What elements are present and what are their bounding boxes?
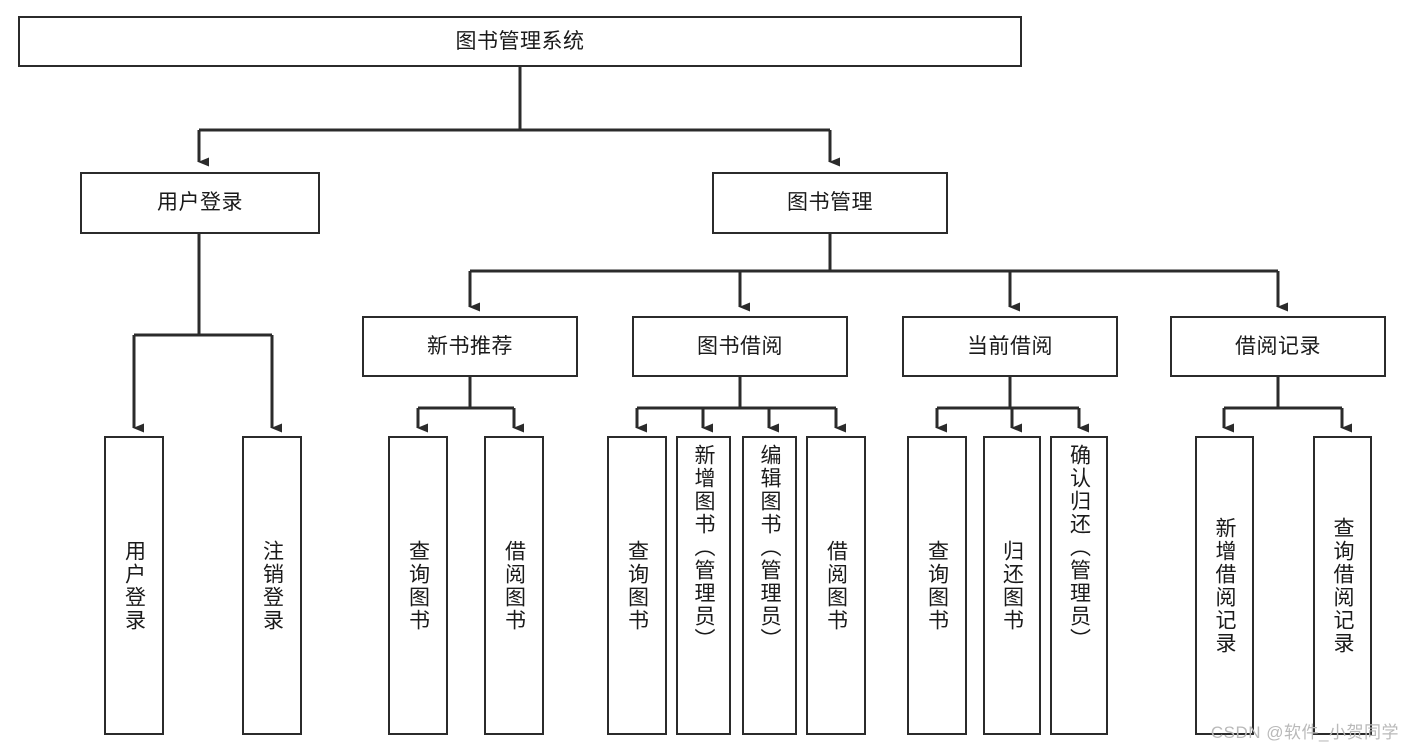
node-book-borrow[interactable]: 图书借阅: [632, 316, 848, 377]
leaf-borrow-query-book-label: 查询图书: [625, 539, 649, 632]
leaf-new-book-borrow[interactable]: 借阅图书: [484, 436, 544, 735]
node-new-book-recommend[interactable]: 新书推荐: [362, 316, 578, 377]
leaf-records-add-record-label: 新增借阅记录: [1213, 516, 1236, 655]
leaf-borrow-edit-book[interactable]: 编辑图书（管理员）: [742, 436, 797, 735]
leaf-borrow-borrow-book[interactable]: 借阅图书: [806, 436, 866, 735]
leaf-current-return-book-label: 归还图书: [1000, 539, 1024, 632]
node-borrow-records[interactable]: 借阅记录: [1170, 316, 1386, 377]
leaf-borrow-add-book[interactable]: 新增图书（管理员）: [676, 436, 731, 735]
leaf-current-query-book[interactable]: 查询图书: [907, 436, 967, 735]
leaf-user-login-signout[interactable]: 注销登录: [242, 436, 302, 735]
node-borrow-records-label: 借阅记录: [1235, 334, 1321, 358]
leaf-current-confirm-return-label: 确认归还（管理员）: [1067, 444, 1091, 651]
node-user-login-label: 用户登录: [157, 191, 243, 215]
leaf-current-confirm-return[interactable]: 确认归还（管理员）: [1050, 436, 1108, 735]
node-book-borrow-label: 图书借阅: [697, 334, 783, 358]
leaf-borrow-borrow-book-label: 借阅图书: [824, 539, 848, 632]
leaf-records-add-record[interactable]: 新增借阅记录: [1195, 436, 1254, 735]
leaf-current-query-book-label: 查询图书: [925, 539, 949, 632]
node-new-book-recommend-label: 新书推荐: [427, 334, 513, 358]
node-current-borrow[interactable]: 当前借阅: [902, 316, 1118, 377]
leaf-new-book-query-label: 查询图书: [406, 539, 430, 632]
watermark: CSDN @软件_小贺同学: [1210, 723, 1399, 742]
node-book-management[interactable]: 图书管理: [712, 172, 948, 234]
node-current-borrow-label: 当前借阅: [967, 334, 1053, 358]
node-root-label: 图书管理系统: [455, 29, 585, 53]
leaf-user-login-signin-label: 用户登录: [122, 539, 146, 632]
leaf-borrow-add-book-label: 新增图书（管理员）: [692, 444, 715, 651]
node-root[interactable]: 图书管理系统: [18, 16, 1022, 67]
leaf-records-query-record[interactable]: 查询借阅记录: [1313, 436, 1372, 735]
leaf-records-query-record-label: 查询借阅记录: [1331, 516, 1354, 655]
leaf-current-return-book[interactable]: 归还图书: [983, 436, 1041, 735]
node-book-management-label: 图书管理: [787, 191, 873, 215]
leaf-new-book-borrow-label: 借阅图书: [502, 539, 526, 632]
node-user-login[interactable]: 用户登录: [80, 172, 320, 234]
leaf-borrow-edit-book-label: 编辑图书（管理员）: [758, 444, 781, 651]
leaf-new-book-query[interactable]: 查询图书: [388, 436, 448, 735]
leaf-user-login-signin[interactable]: 用户登录: [104, 436, 164, 735]
leaf-borrow-query-book[interactable]: 查询图书: [607, 436, 667, 735]
leaf-user-login-signout-label: 注销登录: [260, 539, 284, 632]
